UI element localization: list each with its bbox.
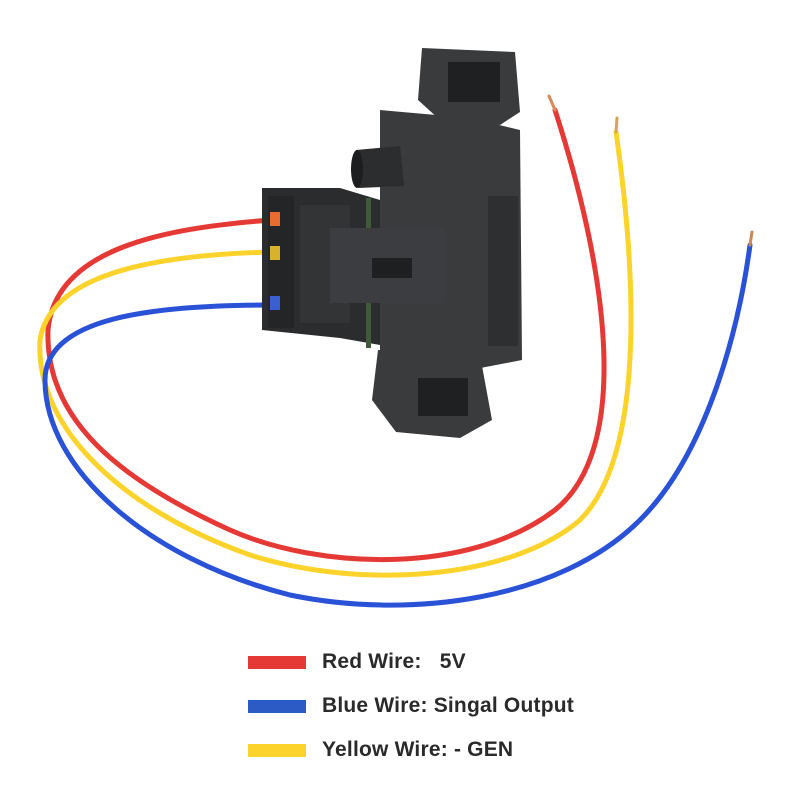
blue-swatch xyxy=(248,699,306,713)
legend-item-blue: Blue Wire: Singal Output xyxy=(248,684,768,728)
yellow-swatch xyxy=(248,743,306,757)
red-wire xyxy=(45,107,607,563)
red-swatch xyxy=(248,655,306,669)
wire-legend: Red Wire: 5V Blue Wire: Singal Output Ye… xyxy=(248,640,768,772)
yellow-wire xyxy=(37,129,634,578)
wires xyxy=(37,94,754,608)
red-wire-tip xyxy=(547,94,557,112)
blue-wire-tip xyxy=(748,230,754,247)
yellow-wire-tip xyxy=(614,116,619,134)
connector-body xyxy=(262,48,522,438)
legend-label-red: Red Wire: 5V xyxy=(322,650,466,673)
legend-label-blue: Blue Wire: Singal Output xyxy=(322,694,574,717)
legend-item-yellow: Yellow Wire: - GEN xyxy=(248,728,768,772)
legend-item-red: Red Wire: 5V xyxy=(248,640,768,684)
blue-wire xyxy=(42,242,753,608)
product-photo xyxy=(37,48,754,608)
legend-label-yellow: Yellow Wire: - GEN xyxy=(322,738,514,761)
